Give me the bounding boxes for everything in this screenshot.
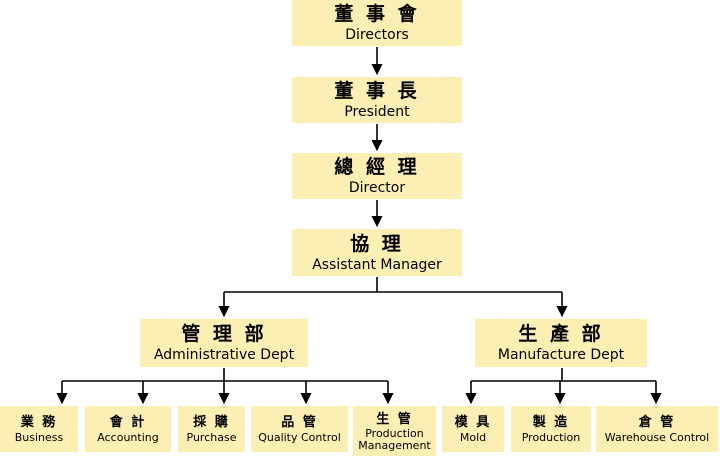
- node-business: 業 務 Business: [0, 406, 78, 452]
- node-manufacture-dept: 生 產 部 Manufacture Dept: [475, 319, 647, 367]
- node-accounting-en: Accounting: [97, 431, 159, 444]
- node-accounting-zh: 會 計: [109, 415, 147, 430]
- node-administrative-dept-zh: 管 理 部: [181, 323, 267, 345]
- node-production-zh: 製 造: [532, 415, 570, 430]
- node-assistant-manager-zh: 協 理: [350, 232, 404, 255]
- node-purchase: 採 購 Purchase: [178, 406, 245, 452]
- node-business-en: Business: [14, 431, 64, 444]
- node-production-en: Production: [521, 431, 581, 444]
- node-president: 董 事 長 President: [292, 77, 462, 123]
- node-directors-en: Directors: [345, 27, 409, 43]
- node-president-en: President: [344, 104, 410, 120]
- node-directors: 董 事 會 Directors: [292, 0, 462, 46]
- node-warehouse-control-zh: 倉 管: [638, 415, 676, 430]
- node-purchase-zh: 採 購: [193, 415, 230, 430]
- node-assistant-manager-en: Assistant Manager: [312, 256, 442, 273]
- node-warehouse-control-en: Warehouse Control: [604, 431, 710, 444]
- node-directors-zh: 董 事 會: [334, 3, 420, 25]
- node-administrative-dept-en: Administrative Dept: [153, 347, 295, 363]
- node-quality-control-en: Quality Control: [258, 431, 341, 444]
- node-production-management-zh: 生 管: [376, 411, 413, 427]
- node-director: 總 經 理 Director: [292, 153, 462, 199]
- node-accounting: 會 計 Accounting: [85, 406, 171, 452]
- node-quality-control-zh: 品 管: [281, 415, 318, 430]
- node-mold-zh: 模 具: [454, 415, 492, 430]
- node-business-zh: 業 務: [20, 415, 58, 430]
- node-manufacture-dept-zh: 生 產 部: [518, 323, 604, 345]
- node-president-zh: 董 事 長: [334, 80, 420, 102]
- node-quality-control: 品 管 Quality Control: [251, 406, 348, 452]
- node-administrative-dept: 管 理 部 Administrative Dept: [140, 319, 308, 367]
- node-assistant-manager: 協 理 Assistant Manager: [292, 229, 462, 276]
- node-production: 製 造 Production: [511, 406, 591, 452]
- node-director-en: Director: [348, 180, 406, 196]
- node-manufacture-dept-en: Manufacture Dept: [497, 347, 625, 363]
- node-mold-en: Mold: [459, 431, 487, 444]
- node-director-zh: 總 經 理: [334, 156, 420, 178]
- node-mold: 模 具 Mold: [442, 406, 504, 452]
- node-purchase-en: Purchase: [186, 431, 237, 444]
- node-production-management-en: Production Management: [358, 426, 431, 452]
- node-production-management: 生 管 Production Management: [353, 406, 436, 456]
- node-warehouse-control: 倉 管 Warehouse Control: [596, 406, 718, 452]
